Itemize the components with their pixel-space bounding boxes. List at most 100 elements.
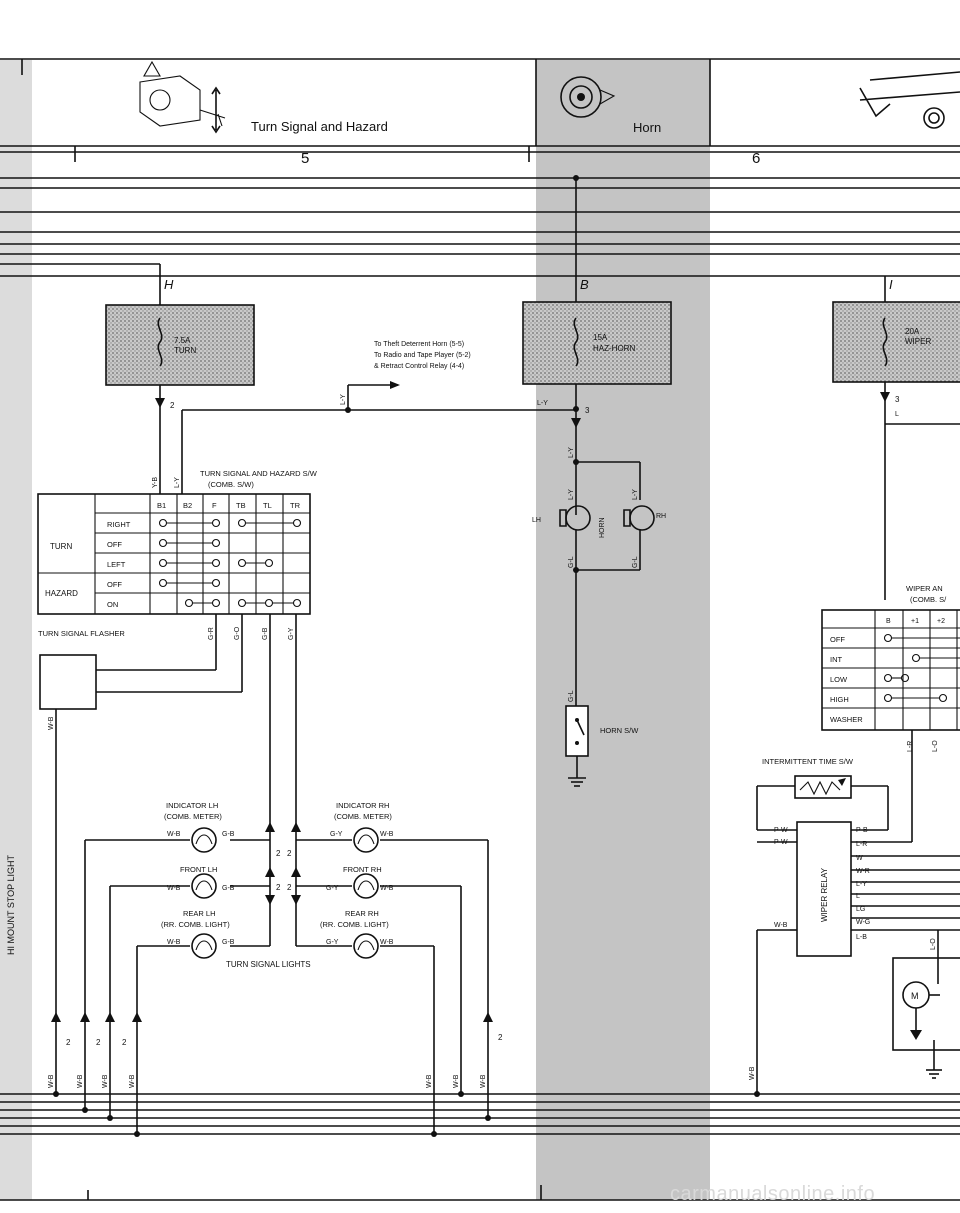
wiper-relay [756,730,960,1094]
pin-label: 3 [585,406,590,415]
wire-label: W-B [749,1066,756,1080]
turn-switch-column-header: TL [263,501,272,510]
wiper-switch-table [821,609,960,731]
flasher-label: TURN SIGNAL FLASHER [38,629,125,638]
fuse-output-wires [155,382,960,600]
wiper-switch-row-label: HIGH [830,695,849,704]
wiper-switch-column-header: +1 [911,618,919,625]
pin-label: 2 [287,883,292,892]
wire-label: L-O [932,740,939,752]
relay-pin-label: P-B [856,827,868,834]
turn-switch-illustration [139,60,226,134]
intermittent-switch [756,775,889,831]
wiper-illustration [859,71,960,129]
wire-label: G-R [208,627,215,640]
horn-illustration [560,76,616,118]
turn-switch-contacts [158,518,302,608]
wiper-switch-title: WIPER AN [906,584,943,593]
pin-label: 2 [276,849,281,858]
left-page-edge [0,60,32,1200]
horn-section-shading [536,60,710,1200]
wire-label: L [895,411,899,418]
wire-label: W-B [167,885,181,892]
turn-group-label: TURN [50,542,72,551]
wiper-switch-subtitle: (COMB. S/ [910,595,947,604]
lamp-indicator-lh [191,827,217,853]
fuse-wiper-name: WIPER [905,337,931,346]
lamp-label: (RR. COMB. LIGHT) [320,920,389,929]
lamp-label: FRONT RH [343,865,382,874]
fuse-turn-rating: 7.5A [174,336,191,345]
lamp-label: (COMB. METER) [164,812,222,821]
wire-label: G-Y [330,831,343,838]
motor-label: M [911,991,919,1001]
bus-label-i: I [889,277,893,292]
horn-rh-label: RH [656,513,666,520]
pin-label: 2 [276,883,281,892]
section-number-6: 6 [752,150,760,167]
fuse-turn: 7.5A TURN [105,304,255,386]
wire-label: L-Y [174,477,181,488]
header-frame [0,58,960,1201]
lamp-rear-lh [191,933,217,959]
fuse-horn-name: HAZ-HORN [593,344,635,353]
turn-switch-column-header: B1 [157,501,166,510]
relay-pin-label: P-W [774,839,788,846]
wiper-switch-row-label: LOW [830,675,848,684]
turn-switch-row-label: LEFT [107,560,126,569]
fuse-horn: 15A HAZ-HORN [522,301,672,385]
lamp-wiring [84,822,489,1134]
relay-pin-label: L-R [856,841,867,848]
wire-label: W-B [102,1074,109,1088]
wiper-switch-column-header: +2 [937,618,945,625]
bus-label-h: H [164,277,174,292]
turn-switch-row-label: OFF [107,580,122,589]
wire-label: W-B [380,939,394,946]
turn-switch-row-label: RIGHT [107,520,131,529]
relay-pin-label: W-R [856,868,870,875]
wire-label: G-L [568,690,575,702]
theft-note-wiring [181,381,576,494]
bus-label-b: B [580,277,589,292]
wire-label: L-Y [340,394,347,405]
pin-label: 3 [895,395,900,404]
turn-switch-row-label: ON [107,600,118,609]
fuse-wiper-rating: 20A [905,327,920,336]
top-buses [0,175,960,305]
horn-switch-label: HORN S/W [600,726,639,735]
wire-label: G-L [568,556,575,568]
wire-label: W-B [167,831,181,838]
turn-switch-column-header: TB [236,501,246,510]
wiper-switch-column-header: B [886,618,891,625]
wire-label: L-O [930,938,937,950]
theft-note-line-2: To Radio and Tape Player (5-2) [374,352,471,359]
turn-switch-subtitle: (COMB. S/W) [208,480,254,489]
wire-label: W-B [774,922,788,929]
wire-label: L-Y [568,447,575,458]
turn-signal-flasher [39,654,97,710]
turn-switch-column-header: F [212,501,217,510]
pin-label: 2 [170,401,175,410]
lamp-front-lh [191,873,217,899]
watermark: carmanualsonline.info [670,1183,876,1205]
horn-switch [565,705,589,787]
wire-label: W-B [426,1074,433,1088]
lamp-indicator-rh [353,827,379,853]
turn-signal-lights-label: TURN SIGNAL LIGHTS [226,960,311,969]
wire-label: Y-B [152,477,159,488]
lamp-label: (COMB. METER) [334,812,392,821]
fuse-horn-rating: 15A [593,333,608,342]
horn-label: HORN [599,517,606,538]
wire-label: G-B [222,885,235,892]
turn-switch-title: TURN SIGNAL AND HAZARD S/W [200,469,318,478]
wire-label: W-B [167,939,181,946]
lamp-label: REAR RH [345,909,379,918]
wire-label: G-B [222,831,235,838]
wire-label: G-B [262,627,269,640]
theft-note-line-1: To Theft Deterrent Horn (5-5) [374,341,464,348]
turn-switch-column-header: TR [290,501,301,510]
turn-section-title: Turn Signal and Hazard [251,119,388,134]
